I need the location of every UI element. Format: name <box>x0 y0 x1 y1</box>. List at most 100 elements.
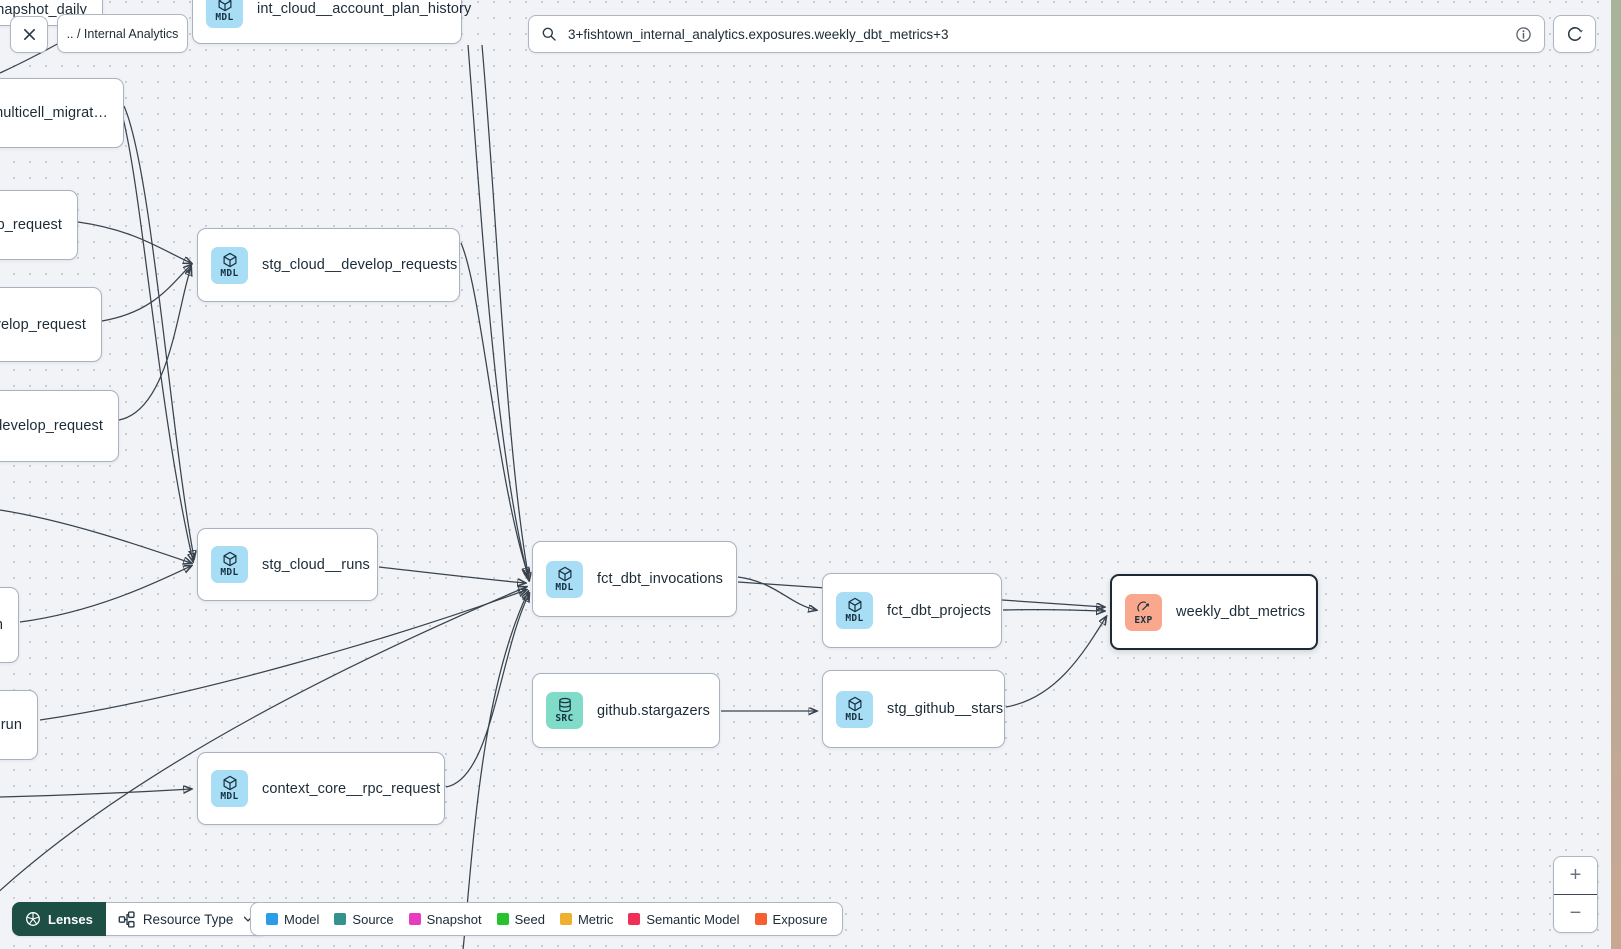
breadcrumb-label: .. / Internal Analytics <box>66 26 179 41</box>
cube-icon <box>222 775 238 791</box>
legend-label: Seed <box>514 911 545 927</box>
legend-label: Exposure <box>772 911 828 927</box>
cube-icon <box>222 252 238 268</box>
edge-stg-cloud-develop-requests-to-fct-dbt-invocations <box>460 242 528 575</box>
node-label: fct_dbt_invocations <box>597 571 724 587</box>
page-edge-strip <box>1611 0 1621 949</box>
node-label: stg_github__stars <box>887 701 1004 717</box>
cube-icon <box>217 0 233 12</box>
model-badge: MDL <box>211 546 248 583</box>
resource-type-legend: Model Source Snapshot Seed Metric Semantic Mo… <box>250 902 844 936</box>
graph-node-stg-cloud-runs[interactable]: MDL stg_cloud__runs <box>197 528 378 601</box>
lenses-button[interactable]: Lenses <box>12 902 106 936</box>
refresh-button[interactable] <box>1553 15 1596 53</box>
legend-item-metric: Metric <box>559 911 614 927</box>
edge-offscreen-bottom-to-fct-dbt-invocations <box>462 592 528 949</box>
badge-label: MDL <box>220 267 239 279</box>
badge-label: MDL <box>845 711 864 723</box>
legend-label: Source <box>352 911 394 927</box>
model-badge: MDL <box>211 246 248 284</box>
node-label: github.stargazers <box>597 702 710 719</box>
graph-node-p-request[interactable]: p_request <box>0 190 78 260</box>
zoom-controls: + − <box>1553 856 1598 933</box>
cube-icon <box>847 597 863 613</box>
legend-label: Model <box>284 911 320 927</box>
edge-multicell-migrat-to-stg-cloud-runs <box>121 113 193 561</box>
edge-offscreen-left-to-stg-cloud-runs <box>0 509 191 563</box>
graph-node-weekly-dbt-metrics[interactable]: EXP weekly_dbt_metrics <box>1110 574 1318 650</box>
exposure-badge: EXP <box>1125 593 1162 631</box>
edge-stg-github-stars-to-weekly-dbt-metrics <box>1005 617 1106 708</box>
edge-fct-dbt-invocations-to-fct-dbt-projects <box>737 576 816 610</box>
graph-node-n-node[interactable]: n <box>0 587 19 663</box>
legend-swatch <box>266 913 278 925</box>
legend-label: Metric <box>577 911 614 927</box>
search-icon <box>542 27 556 41</box>
zoom-out-button[interactable]: − <box>1569 902 1582 924</box>
edge-stg-cloud-runs-to-fct-dbt-invocations <box>378 566 525 583</box>
legend-label: Semantic Model <box>646 911 740 927</box>
breadcrumb[interactable]: .. / Internal Analytics <box>57 14 188 53</box>
close-button[interactable] <box>10 16 48 53</box>
model-badge: MDL <box>836 592 873 629</box>
legend-item-snapshot: Snapshot <box>408 911 482 927</box>
cube-icon <box>557 566 573 582</box>
node-label: n <box>0 617 3 633</box>
node-label: stg_cloud__runs <box>262 556 370 573</box>
refresh-icon <box>1567 27 1583 41</box>
edge-offscreen-bottom-left-to-fct-dbt-invocations <box>0 587 526 892</box>
node-label: velop_request <box>0 316 86 333</box>
model-badge: MDL <box>546 560 583 598</box>
badge-label: SRC <box>555 713 574 725</box>
info-icon[interactable] <box>1515 26 1532 43</box>
graph-node-run-node[interactable]: .run <box>0 690 38 760</box>
edge-int-cloud-account-plan-history-to-fct-dbt-invocations <box>467 44 528 577</box>
close-icon <box>23 28 35 41</box>
edge-offscreen-left-to-context-core-rpc-request <box>0 789 191 798</box>
sitemap-icon <box>118 910 135 928</box>
badge-label: EXP <box>1134 614 1153 626</box>
graph-node-multicell-migrat[interactable]: multicell_migrat… <box>0 78 124 148</box>
node-label: .develop_request <box>0 418 103 434</box>
badge-label: MDL <box>215 11 234 23</box>
edge-int-cloud-account-plan-history-to-fct-dbt-invocations <box>481 44 529 580</box>
graph-node-fct-dbt-invocations[interactable]: MDL fct_dbt_invocations <box>532 541 737 617</box>
database-icon <box>557 697 573 713</box>
graph-node-velop-request[interactable]: velop_request <box>0 287 102 362</box>
lenses-bar: Lenses Resource Type <box>12 902 269 936</box>
legend-item-seed: Seed <box>496 911 545 927</box>
search-input[interactable] <box>566 25 1506 43</box>
edge-p-request-to-stg-cloud-develop-requests <box>77 221 191 263</box>
zoom-in-button[interactable]: + <box>1554 857 1597 895</box>
legend-item-model: Model <box>266 912 319 927</box>
legend-swatch <box>334 913 347 925</box>
legend-label: Snapshot <box>426 911 482 927</box>
edge-n-node-to-stg-cloud-runs <box>19 566 191 623</box>
legend-item-semantic-model: Semantic Model <box>628 911 740 927</box>
model-badge: MDL <box>206 0 243 28</box>
model-badge: MDL <box>836 690 873 728</box>
edge-develop-request-to-stg-cloud-develop-requests <box>118 268 191 421</box>
node-label: multicell_migrat… <box>0 105 108 121</box>
legend-swatch <box>408 913 421 925</box>
gauge-icon <box>1136 599 1152 615</box>
graph-node-stg-github-stars[interactable]: MDL stg_github__stars <box>822 670 1005 748</box>
edge-context-core-rpc-request-to-fct-dbt-invocations <box>445 594 529 788</box>
legend-item-exposure: Exposure <box>754 911 828 927</box>
legend-item-source: Source <box>334 911 394 927</box>
lenses-icon <box>26 912 40 926</box>
graph-node-github-stargazers[interactable]: SRC github.stargazers <box>532 673 720 748</box>
graph-node-develop-request[interactable]: .develop_request <box>0 390 119 462</box>
source-badge: SRC <box>546 692 583 729</box>
search-bar <box>528 15 1545 53</box>
edge-fct-dbt-projects-to-weekly-dbt-metrics <box>1002 610 1104 611</box>
resource-type-dropdown[interactable]: Resource Type <box>105 902 269 936</box>
node-label: p_request <box>0 217 62 233</box>
node-label: weekly_dbt_metrics <box>1176 604 1306 620</box>
node-label: .run <box>0 717 22 733</box>
